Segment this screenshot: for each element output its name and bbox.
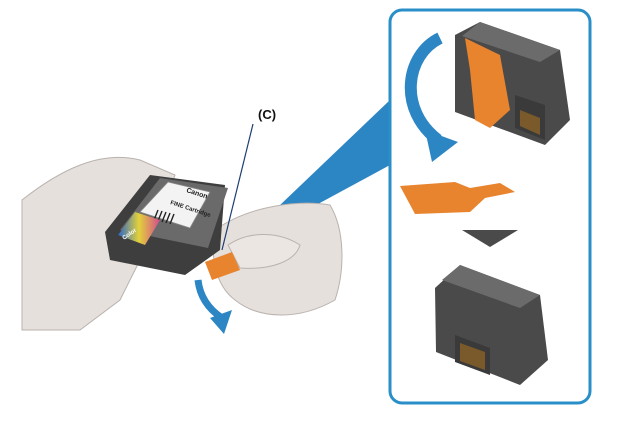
pull-arrowhead-icon <box>210 310 232 334</box>
hands-holding-cartridge: Canon FINE Cartridge Color <box>21 156 343 331</box>
protective-tape <box>205 252 240 280</box>
down-triangle-icon <box>462 230 518 247</box>
callout-line <box>221 123 254 251</box>
pull-direction-arrow-icon <box>194 279 225 321</box>
removal-arrow-icon <box>404 32 444 145</box>
removal-arrowhead-icon <box>425 130 458 162</box>
cartridge-after <box>435 265 548 385</box>
callout-label-c: (C) <box>258 107 276 122</box>
removed-tape <box>400 182 515 214</box>
attached-tape <box>465 38 510 128</box>
right-thumb <box>227 234 301 269</box>
cartridge-before <box>455 22 570 145</box>
ink-cartridge: Canon FINE Cartridge Color <box>105 175 228 275</box>
